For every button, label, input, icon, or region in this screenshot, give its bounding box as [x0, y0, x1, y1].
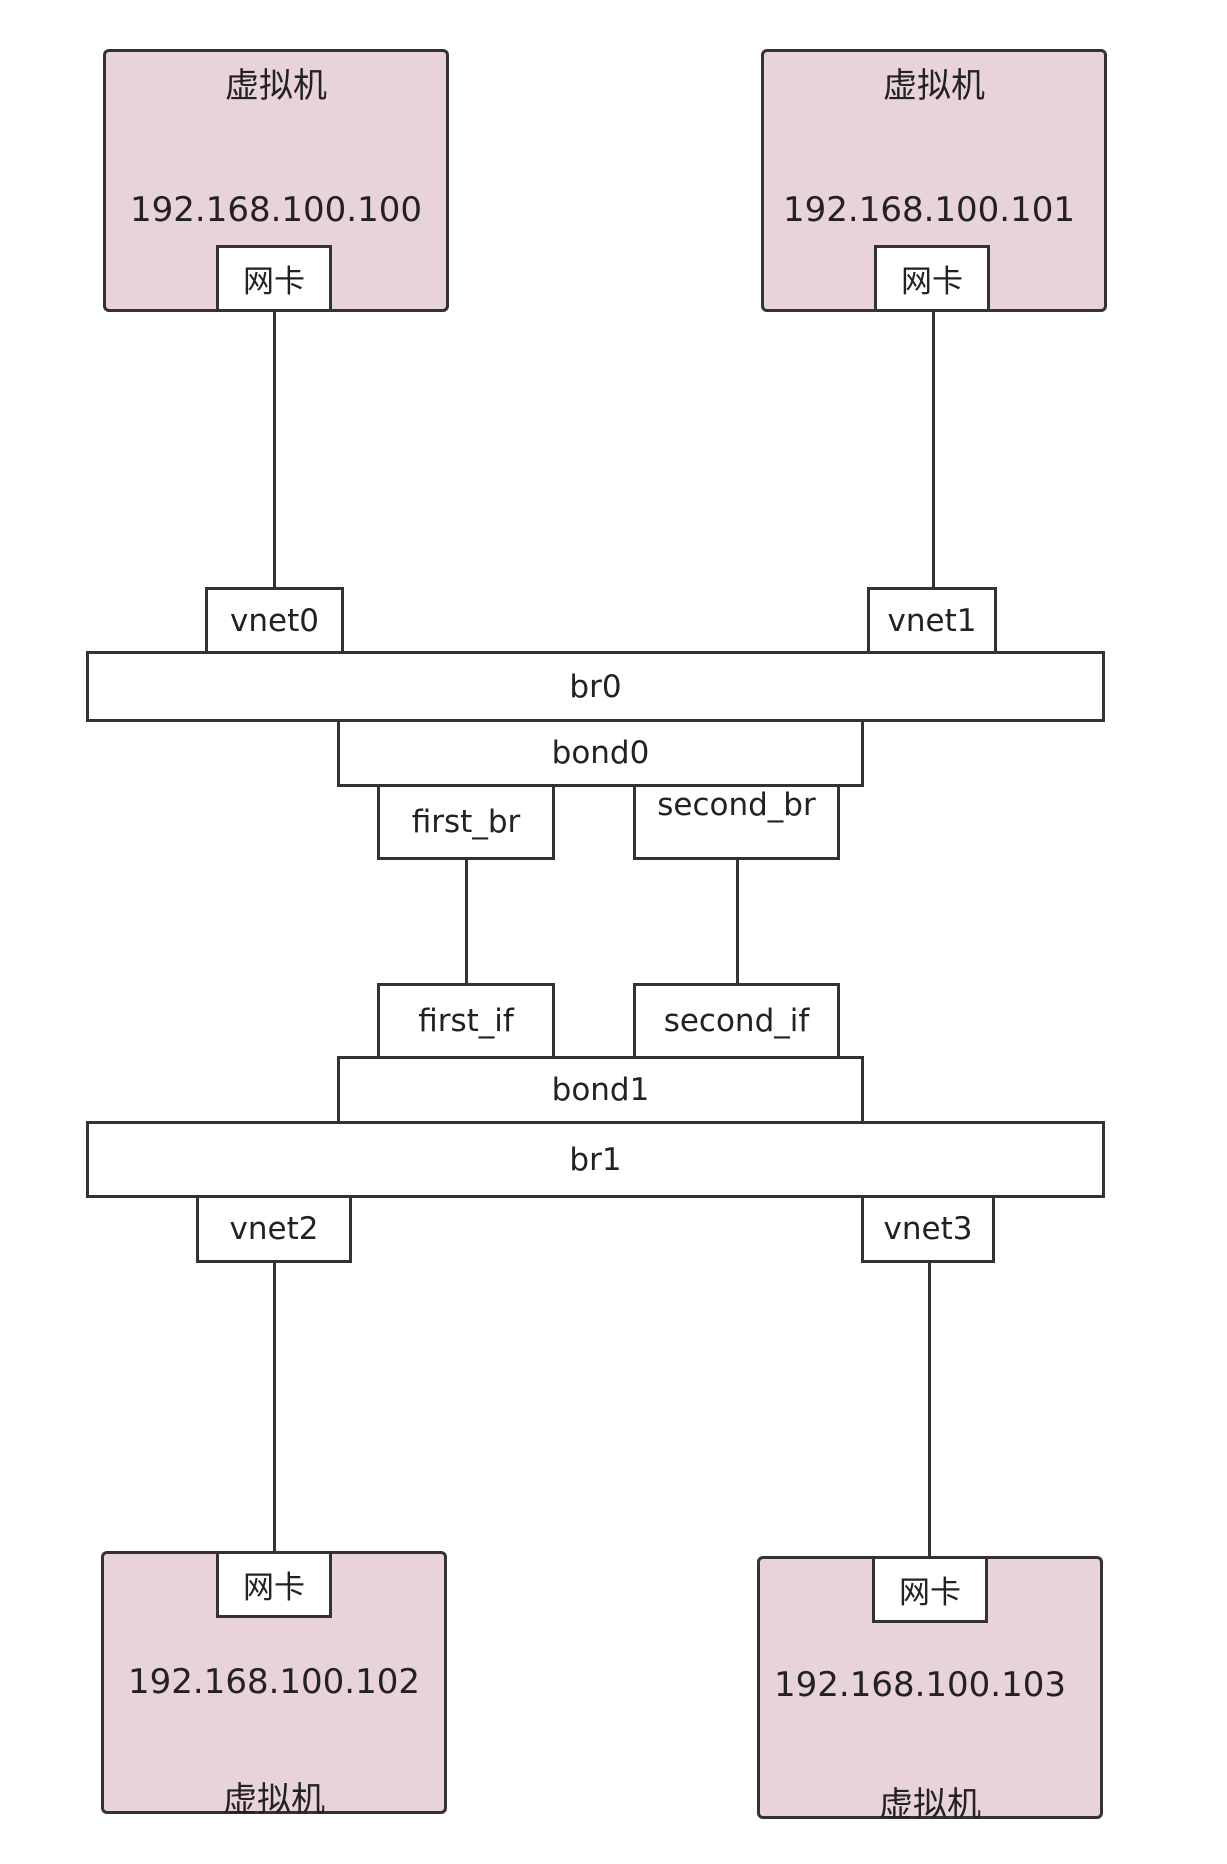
vm-title: 虚拟机: [879, 1785, 981, 1825]
vm-ip-address: 192.168.100.101: [782, 190, 1075, 230]
nic-box: 网卡: [216, 245, 332, 312]
bond-bond0: bond0: [337, 719, 864, 787]
port-second-if: second_if: [633, 983, 840, 1059]
port-vnet3: vnet3: [861, 1195, 995, 1263]
link-firstbr-firstif: [465, 860, 468, 986]
port-vnet2: vnet2: [196, 1195, 352, 1263]
link-secondbr-secondif: [736, 860, 739, 986]
port-vnet1: vnet1: [867, 587, 997, 654]
link-vnet2-vm2: [273, 1262, 276, 1554]
link-vnet3-vm3: [928, 1262, 931, 1560]
port-second-br: second_br: [633, 784, 840, 860]
nic-box: 网卡: [874, 245, 990, 312]
port-vnet0: vnet0: [205, 587, 344, 654]
nic-box: 网卡: [216, 1551, 332, 1618]
port-first-if: first_if: [377, 983, 555, 1059]
bond-bond1: bond1: [337, 1056, 864, 1124]
vm-ip-address: 192.168.100.102: [127, 1662, 420, 1702]
bridge-br0: br0: [86, 651, 1105, 722]
vm-title: 虚拟机: [883, 66, 985, 106]
vm-title: 虚拟机: [225, 66, 327, 106]
nic-box: 网卡: [872, 1556, 988, 1623]
link-vm1-vnet1: [932, 312, 935, 590]
bridge-br1: br1: [86, 1121, 1105, 1198]
vm-ip-address: 192.168.100.100: [129, 190, 422, 230]
link-vm0-vnet0: [273, 312, 276, 590]
vm-ip-address: 192.168.100.103: [773, 1665, 1066, 1705]
vm-title: 虚拟机: [223, 1780, 325, 1820]
port-first-br: first_br: [377, 784, 555, 860]
